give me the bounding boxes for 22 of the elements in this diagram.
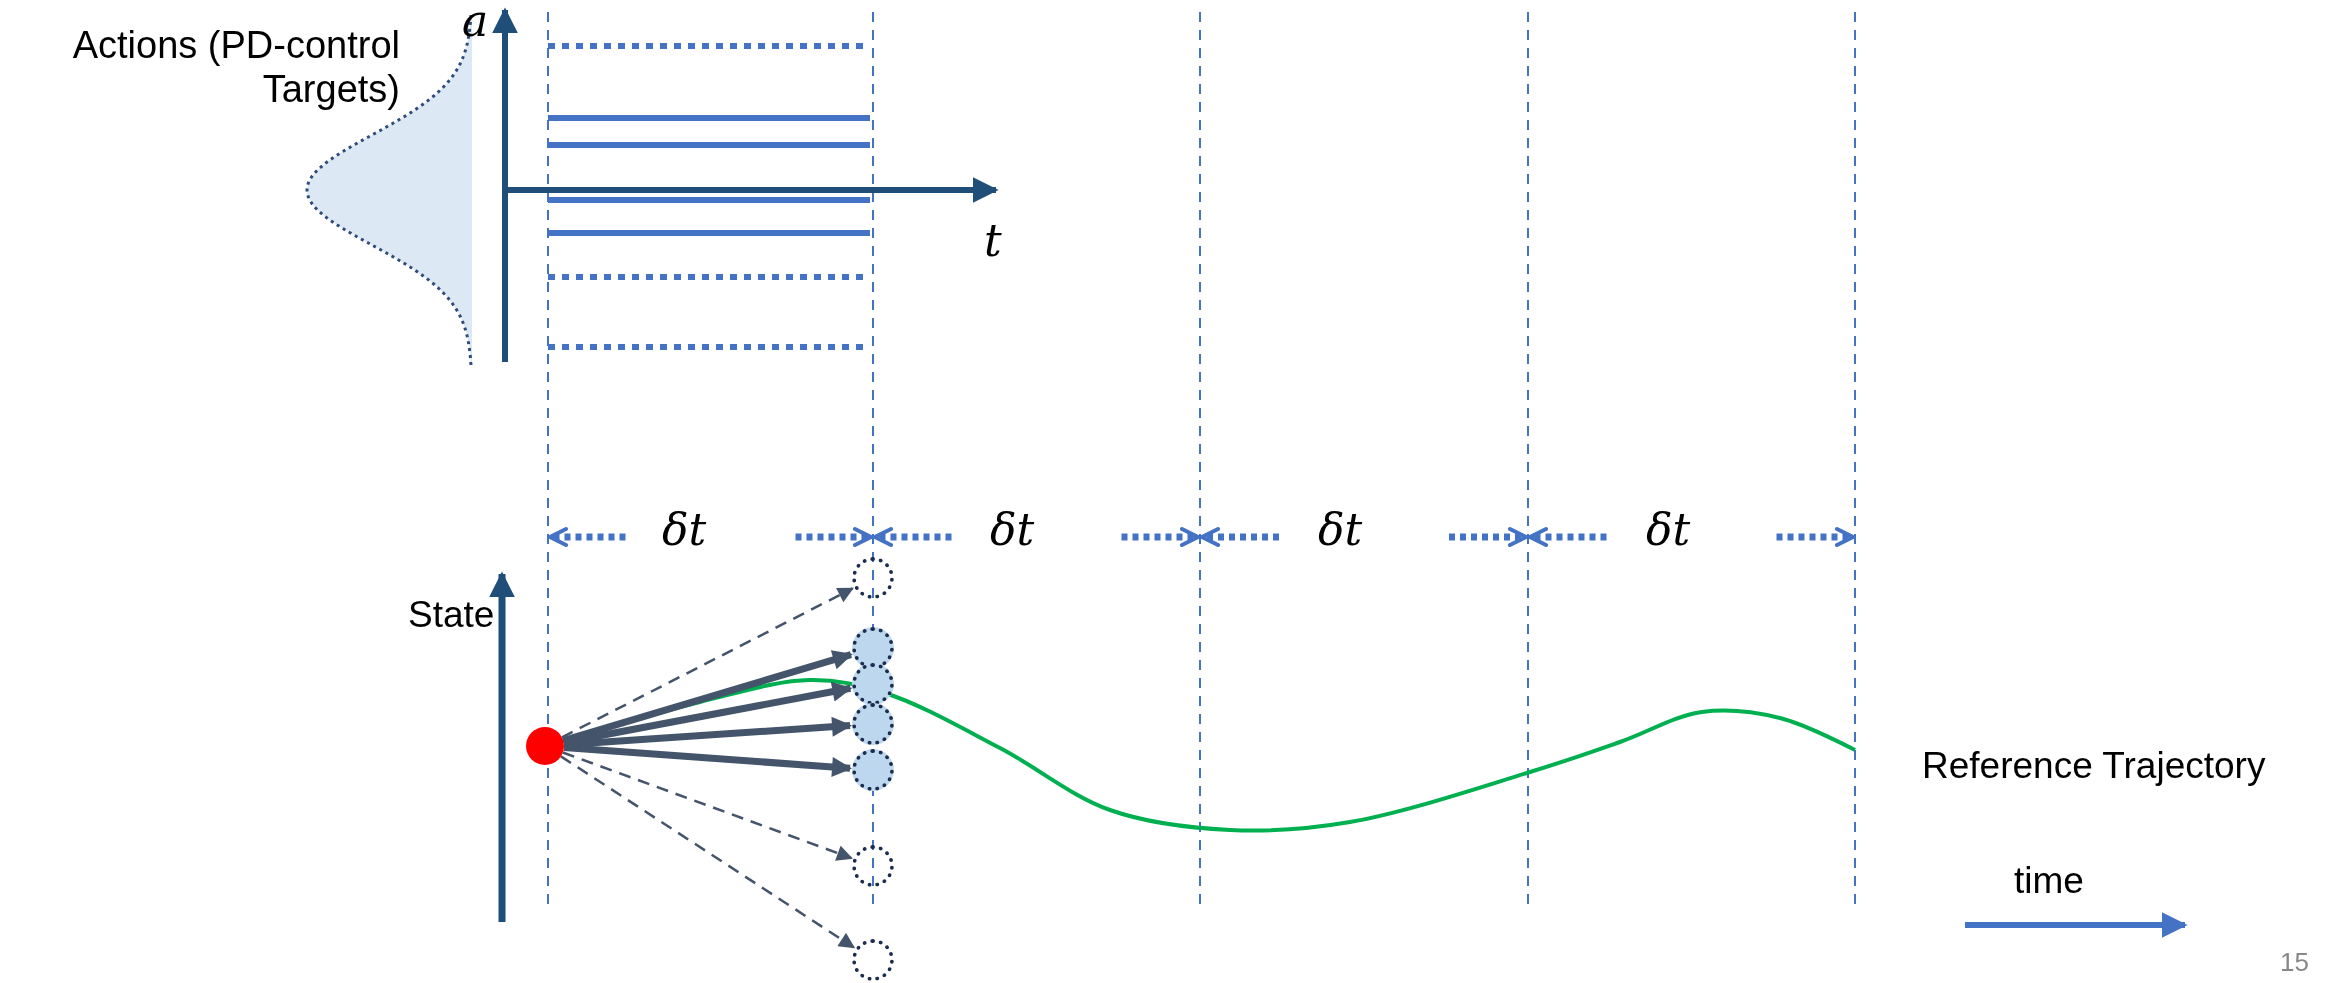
interval-label: δt [1318, 505, 1363, 556]
axis-label: a [462, 0, 489, 47]
sample-circle [852, 703, 894, 745]
sample-circle [852, 663, 894, 705]
arrow [563, 743, 853, 777]
empty-circle [852, 845, 894, 887]
arrow [562, 751, 853, 861]
interval-label: δt [1646, 505, 1691, 556]
axis-label: t [984, 216, 1002, 267]
curve-label: Reference Trajectory [1922, 745, 2266, 788]
arrow [560, 755, 856, 949]
axis-title: State [408, 594, 495, 637]
interval-label: δt [662, 505, 707, 556]
empty-circle [852, 939, 894, 981]
axis-title: time [2014, 860, 2084, 903]
axis-title: Actions (PD-control Targets) [71, 24, 400, 112]
state-dot [526, 727, 564, 765]
empty-circle [852, 557, 894, 599]
interval-label: δt [990, 505, 1035, 556]
page-number: 15 [2280, 948, 2309, 978]
sample-circle [852, 749, 894, 791]
arrow [561, 587, 854, 739]
